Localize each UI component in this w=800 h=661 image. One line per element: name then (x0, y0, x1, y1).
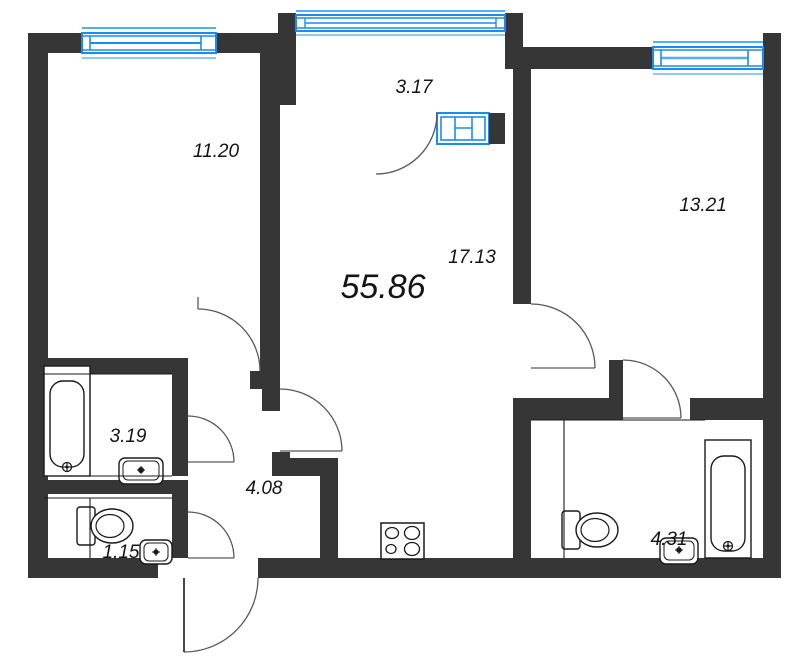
window-bedroom-right (652, 41, 764, 75)
window-balcony-top (295, 10, 506, 36)
wall-bedroom-left-right (260, 33, 280, 363)
wall-corridor-step-a (250, 371, 280, 389)
door-entrance-arc (183, 577, 259, 653)
wall-balcony-right (505, 13, 523, 51)
wall-top-right-a (505, 47, 653, 69)
bathtub-right (704, 439, 752, 559)
wall-bathroom-right-jamb (609, 360, 623, 420)
door-bedroom-left-arc (197, 308, 261, 372)
wall-corridor-kitchen-notch (272, 452, 290, 464)
door-wc-left-arc (187, 511, 235, 559)
door-balcony-arc (375, 112, 438, 175)
wall-corridor-kitchen-vert (320, 458, 338, 558)
doors-group (183, 112, 682, 653)
wall-bathroom-right-top-c (690, 398, 781, 420)
door-bathroom-left-arc (187, 415, 235, 463)
room-label-bedroom-right: 13.21 (679, 195, 727, 216)
area-labels-group: 11.20 3.17 13.21 17.13 3.19 1.15 4.08 4.… (103, 77, 727, 563)
wall-outer-bottom-left (28, 558, 158, 578)
room-label-living-room: 17.13 (448, 247, 496, 268)
total-area-label: 55.86 (340, 268, 425, 306)
fixtures-group (43, 365, 752, 565)
door-balcony-glazed[interactable] (436, 112, 505, 145)
stove-kitchen (380, 522, 425, 560)
door-bathroom-right-arc (622, 359, 682, 419)
door-corridor-arc (279, 388, 343, 452)
room-label-wc-left: 1.15 (103, 542, 140, 563)
room-label-balcony: 3.17 (396, 77, 434, 98)
room-label-bathroom-left: 3.19 (110, 426, 147, 447)
windows-group (81, 10, 764, 145)
window-bedroom-left (81, 27, 217, 59)
toilet-right (561, 510, 619, 550)
sink-wc-left (139, 539, 173, 565)
wall-balcony-left (278, 13, 296, 105)
wall-outer-bottom-right (520, 558, 781, 578)
wall-bathroom-wc-divider (28, 480, 188, 494)
wall-outer-right (763, 33, 781, 578)
door-bedroom-right-arc (530, 303, 596, 369)
room-label-bathroom-right: 4.31 (651, 529, 688, 550)
wall-wc-right (172, 494, 188, 558)
sink-left (118, 457, 164, 485)
wall-bathroom-left-right (172, 358, 188, 476)
wall-corridor-step-b (262, 389, 280, 411)
wall-bathroom-right-left (513, 398, 531, 568)
bathtub-left (43, 365, 91, 477)
sink-right (659, 537, 699, 565)
wall-outer-bottom-mid (258, 558, 520, 578)
toilet-left (76, 506, 134, 546)
wall-living-bedroom-right (513, 69, 531, 304)
room-label-bedroom-left: 11.20 (193, 141, 240, 162)
wall-outer-left (28, 33, 48, 578)
wall-bedroom-left-stub (260, 363, 280, 371)
room-label-corridor: 4.08 (246, 478, 283, 499)
wall-bathroom-right-top-b (513, 398, 623, 420)
